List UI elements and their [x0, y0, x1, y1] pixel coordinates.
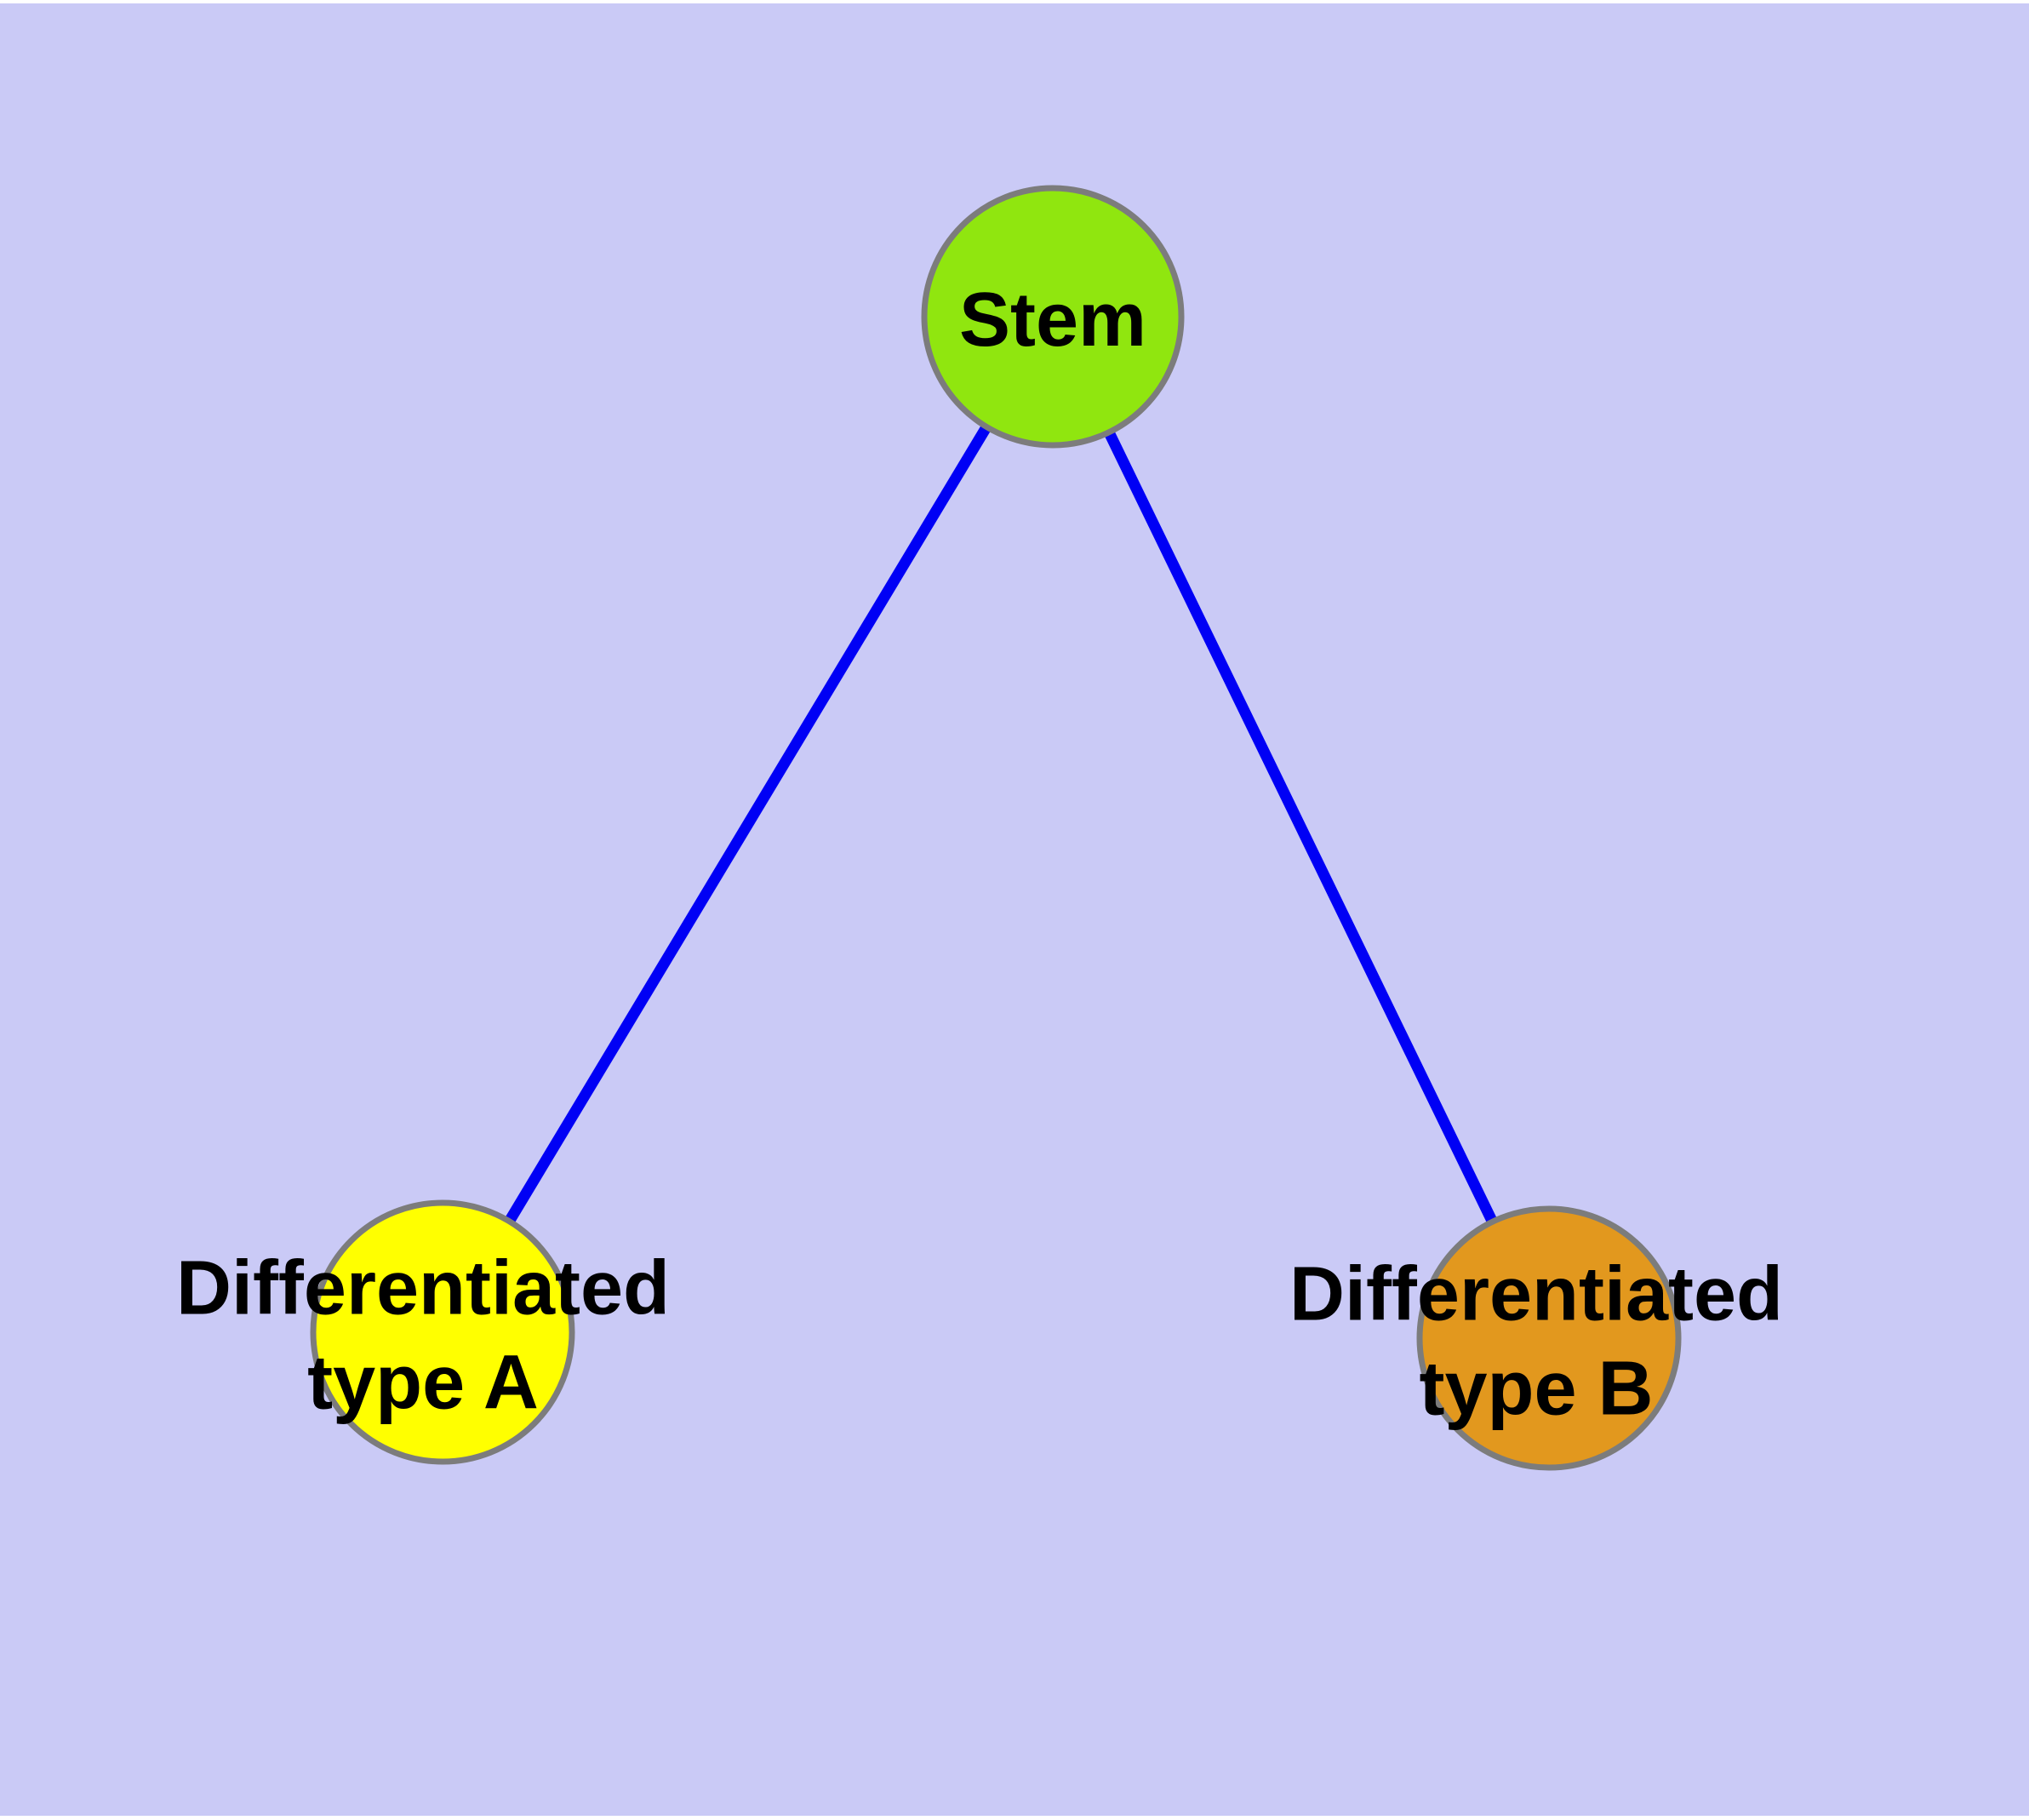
edge-stem-to-type-b	[1048, 314, 1554, 1341]
edge-stem-to-type-a	[437, 313, 1058, 1336]
node-type-a-circle[interactable]	[310, 1199, 575, 1465]
node-type-b-circle[interactable]	[1416, 1205, 1682, 1471]
node-type-a-label-line-2: type A	[307, 1341, 539, 1426]
node-type-b-label-line-2: type B	[1419, 1347, 1653, 1432]
node-type-a-label-line-1: Differentiated	[176, 1246, 670, 1331]
node-type-b-label-line-1: Differentiated	[1289, 1252, 1783, 1337]
nodes-layer	[310, 185, 1682, 1471]
node-stem-label-line-1: Stem	[959, 278, 1146, 363]
node-stem-circle[interactable]	[921, 185, 1185, 449]
edges-layer	[437, 313, 1554, 1341]
